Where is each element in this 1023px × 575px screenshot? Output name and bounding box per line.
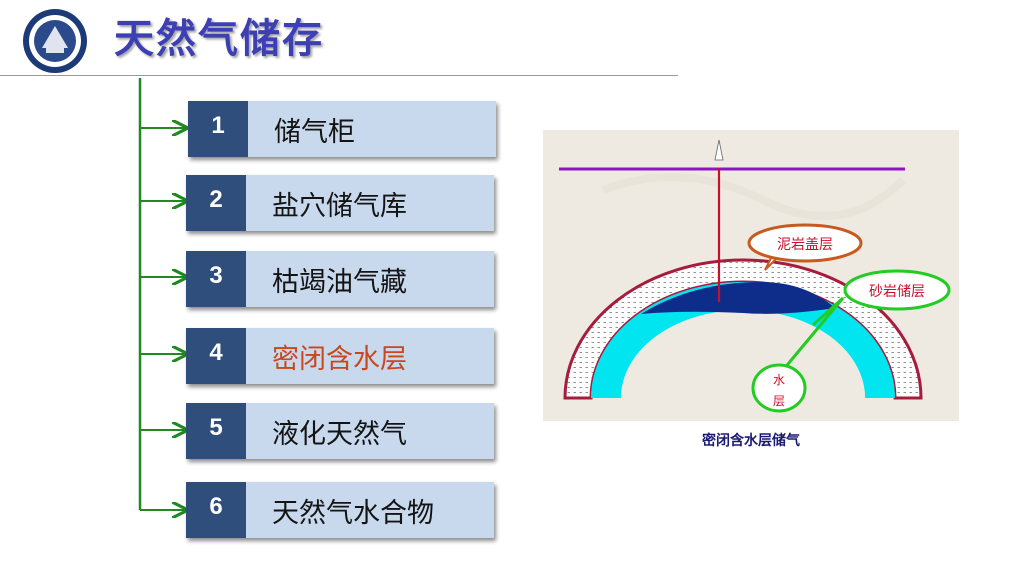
menu-item-label: 储气柜 bbox=[248, 101, 496, 157]
menu-item-3[interactable]: 3 枯竭油气藏 bbox=[186, 251, 494, 307]
menu-item-label: 天然气水合物 bbox=[246, 482, 494, 538]
callout-water: 水 层 bbox=[751, 363, 807, 413]
university-logo bbox=[23, 9, 87, 73]
gas-zone bbox=[641, 282, 835, 314]
menu-item-number: 1 bbox=[188, 101, 248, 157]
menu-item-4[interactable]: 4 密闭含水层 bbox=[186, 328, 494, 384]
menu-item-label: 液化天然气 bbox=[246, 403, 494, 459]
callout-caprock-label: 泥岩盖层 bbox=[777, 237, 833, 253]
menu-connector-tree bbox=[138, 78, 200, 575]
menu-item-number: 5 bbox=[186, 403, 246, 459]
callout-caprock: 泥岩盖层 bbox=[747, 223, 863, 271]
menu-item-number: 6 bbox=[186, 482, 246, 538]
page-title: 天然气储存 bbox=[114, 16, 324, 62]
menu-item-label: 枯竭油气藏 bbox=[246, 251, 494, 307]
menu-item-6[interactable]: 6 天然气水合物 bbox=[186, 482, 494, 538]
callout-reservoir-label: 砂岩储层 bbox=[869, 284, 925, 300]
callout-water-label-1: 水 bbox=[773, 373, 785, 387]
menu-item-label: 盐穴储气库 bbox=[246, 175, 494, 231]
menu-item-number: 3 bbox=[186, 251, 246, 307]
aquifer-storage-diagram: 泥岩盖层 砂岩储层 水 层 bbox=[543, 130, 959, 421]
menu-item-2[interactable]: 2 盐穴储气库 bbox=[186, 175, 494, 231]
figure-caption: 密闭含水层储气 bbox=[702, 433, 800, 449]
title-divider bbox=[0, 75, 678, 76]
menu-item-label: 密闭含水层 bbox=[246, 328, 494, 384]
menu-item-number: 4 bbox=[186, 328, 246, 384]
menu-item-5[interactable]: 5 液化天然气 bbox=[186, 403, 494, 459]
menu-item-number: 2 bbox=[186, 175, 246, 231]
wellhead-icon bbox=[714, 139, 724, 161]
menu-item-1[interactable]: 1 储气柜 bbox=[188, 101, 496, 157]
callout-water-label-2: 层 bbox=[773, 394, 785, 408]
callout-reservoir: 砂岩储层 bbox=[781, 269, 951, 371]
